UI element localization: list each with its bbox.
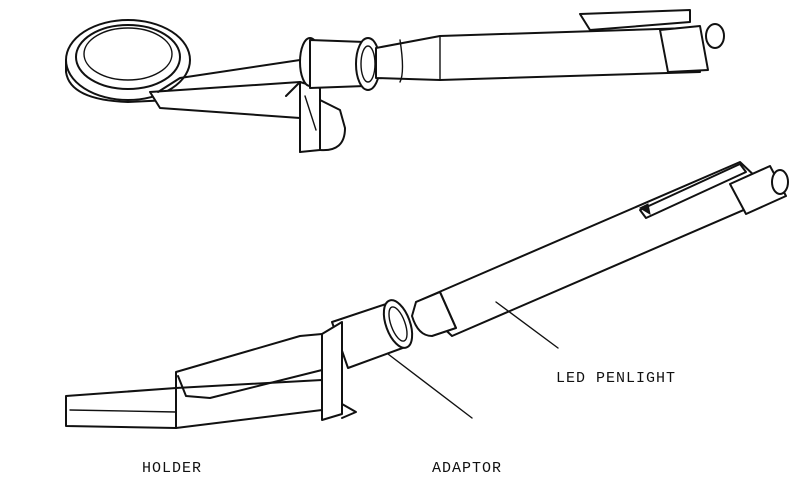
exploded-adaptor xyxy=(331,299,414,369)
assembled-adaptor xyxy=(299,37,381,91)
label-adaptor: ADAPTOR xyxy=(432,460,502,477)
leader-adaptor xyxy=(387,353,473,419)
assembled-lens-ring xyxy=(65,19,191,103)
label-holder: HOLDER xyxy=(142,460,202,477)
exploded-penlight xyxy=(411,161,789,337)
assembled-holder-base xyxy=(149,59,346,153)
leader-led-penlight xyxy=(495,301,559,349)
leader-lines xyxy=(387,301,559,419)
label-led-penlight: LED PENLIGHT xyxy=(556,370,676,387)
exploded-holder xyxy=(65,321,357,429)
assembled-penlight xyxy=(375,9,725,83)
assembled-view xyxy=(65,9,725,153)
